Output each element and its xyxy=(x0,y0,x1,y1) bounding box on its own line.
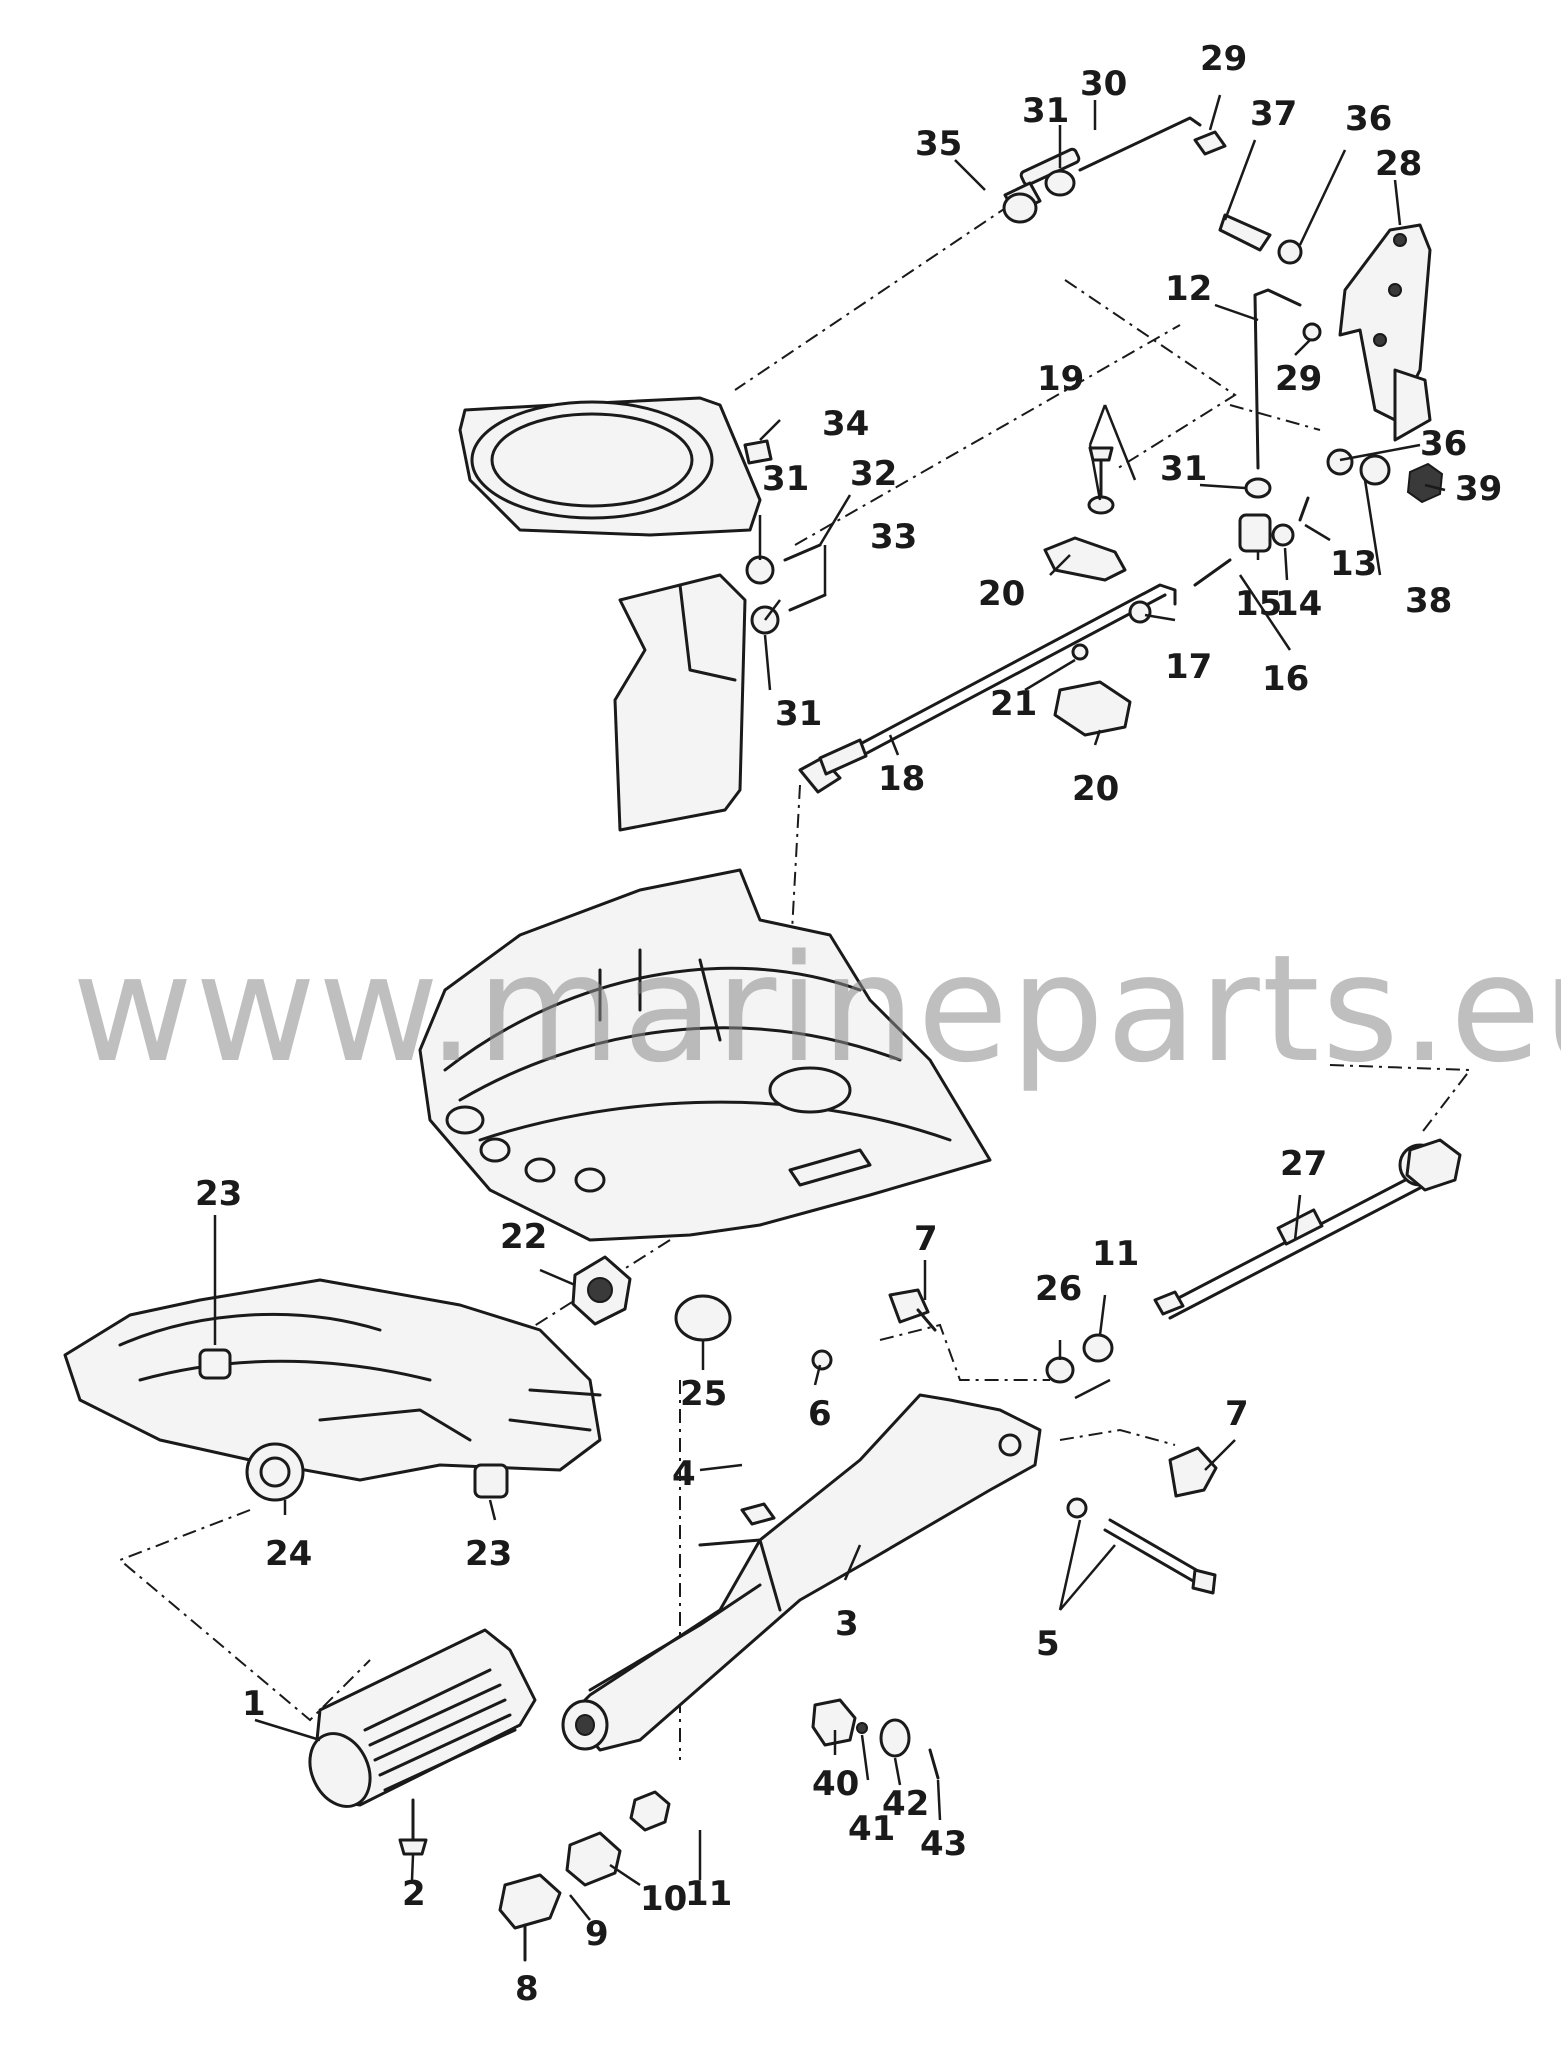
callout-15: 15 xyxy=(1235,584,1282,624)
callout-36b: 36 xyxy=(1420,424,1467,464)
callout-12: 12 xyxy=(1165,269,1212,309)
callout-4: 4 xyxy=(672,1454,696,1494)
callout-5: 5 xyxy=(1036,1624,1060,1664)
watermark-text: www.marineparts.eu xyxy=(72,923,1561,1095)
leader-lines xyxy=(213,94,1446,1935)
callout-40: 40 xyxy=(812,1764,859,1804)
callout-11a: 11 xyxy=(685,1874,732,1914)
callout-39: 39 xyxy=(1455,469,1502,509)
callout-6: 6 xyxy=(808,1394,832,1434)
callout-21: 21 xyxy=(990,684,1037,724)
callout-25: 25 xyxy=(680,1374,727,1414)
callout-30: 30 xyxy=(1080,64,1127,104)
callout-35: 35 xyxy=(915,124,962,164)
pivot-bolt-and-washers xyxy=(811,1288,1218,1595)
grip-small-parts xyxy=(498,1790,671,1962)
clamp-parts xyxy=(1043,446,1132,737)
shift-rod-assembly xyxy=(798,558,1232,794)
callout-13: 13 xyxy=(1330,544,1377,584)
callout-20a: 20 xyxy=(978,574,1025,614)
control-rod-assembly xyxy=(1238,288,1322,553)
throttle-grip xyxy=(308,1628,537,1856)
callout-16: 16 xyxy=(1262,659,1309,699)
callout-20b: 20 xyxy=(1072,769,1119,809)
mounting-bracket-plate xyxy=(613,439,827,832)
callout-14: 14 xyxy=(1275,584,1322,624)
callout-36a: 36 xyxy=(1345,99,1392,139)
callout-31b: 31 xyxy=(1160,449,1207,489)
callout-23b: 23 xyxy=(465,1534,512,1574)
callout-22: 22 xyxy=(500,1217,547,1257)
callout-9: 9 xyxy=(585,1914,609,1954)
callout-10: 10 xyxy=(640,1879,687,1919)
tiller-arm xyxy=(561,1393,1042,1752)
callout-27: 27 xyxy=(1280,1144,1327,1184)
callout-2: 2 xyxy=(402,1874,426,1914)
callout-labels: 1 2 3 4 5 6 7 7 8 9 10 11 11 12 13 14 15… xyxy=(195,39,1502,2009)
callout-19: 19 xyxy=(1037,359,1084,399)
callout-24: 24 xyxy=(265,1534,312,1574)
callout-31a: 31 xyxy=(1022,91,1069,131)
callout-41: 41 xyxy=(848,1809,895,1849)
callout-37: 37 xyxy=(1250,94,1297,134)
callout-7b: 7 xyxy=(1225,1394,1249,1434)
swivel-ring xyxy=(458,396,762,537)
callout-31d: 31 xyxy=(775,694,822,734)
callout-3: 3 xyxy=(835,1604,859,1644)
callout-31c: 31 xyxy=(762,459,809,499)
throttle-shaft xyxy=(1153,1138,1462,1320)
throttle-lever-bracket xyxy=(1218,213,1444,504)
callout-17: 17 xyxy=(1165,647,1212,687)
lower-right-small-parts xyxy=(811,1698,940,1780)
tiller-bracket-assembly xyxy=(63,1278,602,1502)
callout-33: 33 xyxy=(870,517,917,557)
lower-cowl-housing xyxy=(418,868,992,1242)
callout-34: 34 xyxy=(822,404,869,444)
callout-29a: 29 xyxy=(1200,39,1247,79)
callout-11b: 11 xyxy=(1092,1234,1139,1274)
throttle-link-assembly xyxy=(1002,116,1227,224)
callout-28: 28 xyxy=(1375,144,1422,184)
callout-1: 1 xyxy=(242,1684,266,1724)
callout-43: 43 xyxy=(920,1824,967,1864)
callout-26: 26 xyxy=(1035,1269,1082,1309)
callout-23a: 23 xyxy=(195,1174,242,1214)
callout-32: 32 xyxy=(850,454,897,494)
knob-and-cap xyxy=(571,1255,732,1342)
callout-38: 38 xyxy=(1405,581,1452,621)
callout-42: 42 xyxy=(882,1784,929,1824)
callout-29b: 29 xyxy=(1275,359,1322,399)
callout-8: 8 xyxy=(515,1969,539,2009)
callout-18: 18 xyxy=(878,759,925,799)
callout-7a: 7 xyxy=(914,1219,938,1259)
